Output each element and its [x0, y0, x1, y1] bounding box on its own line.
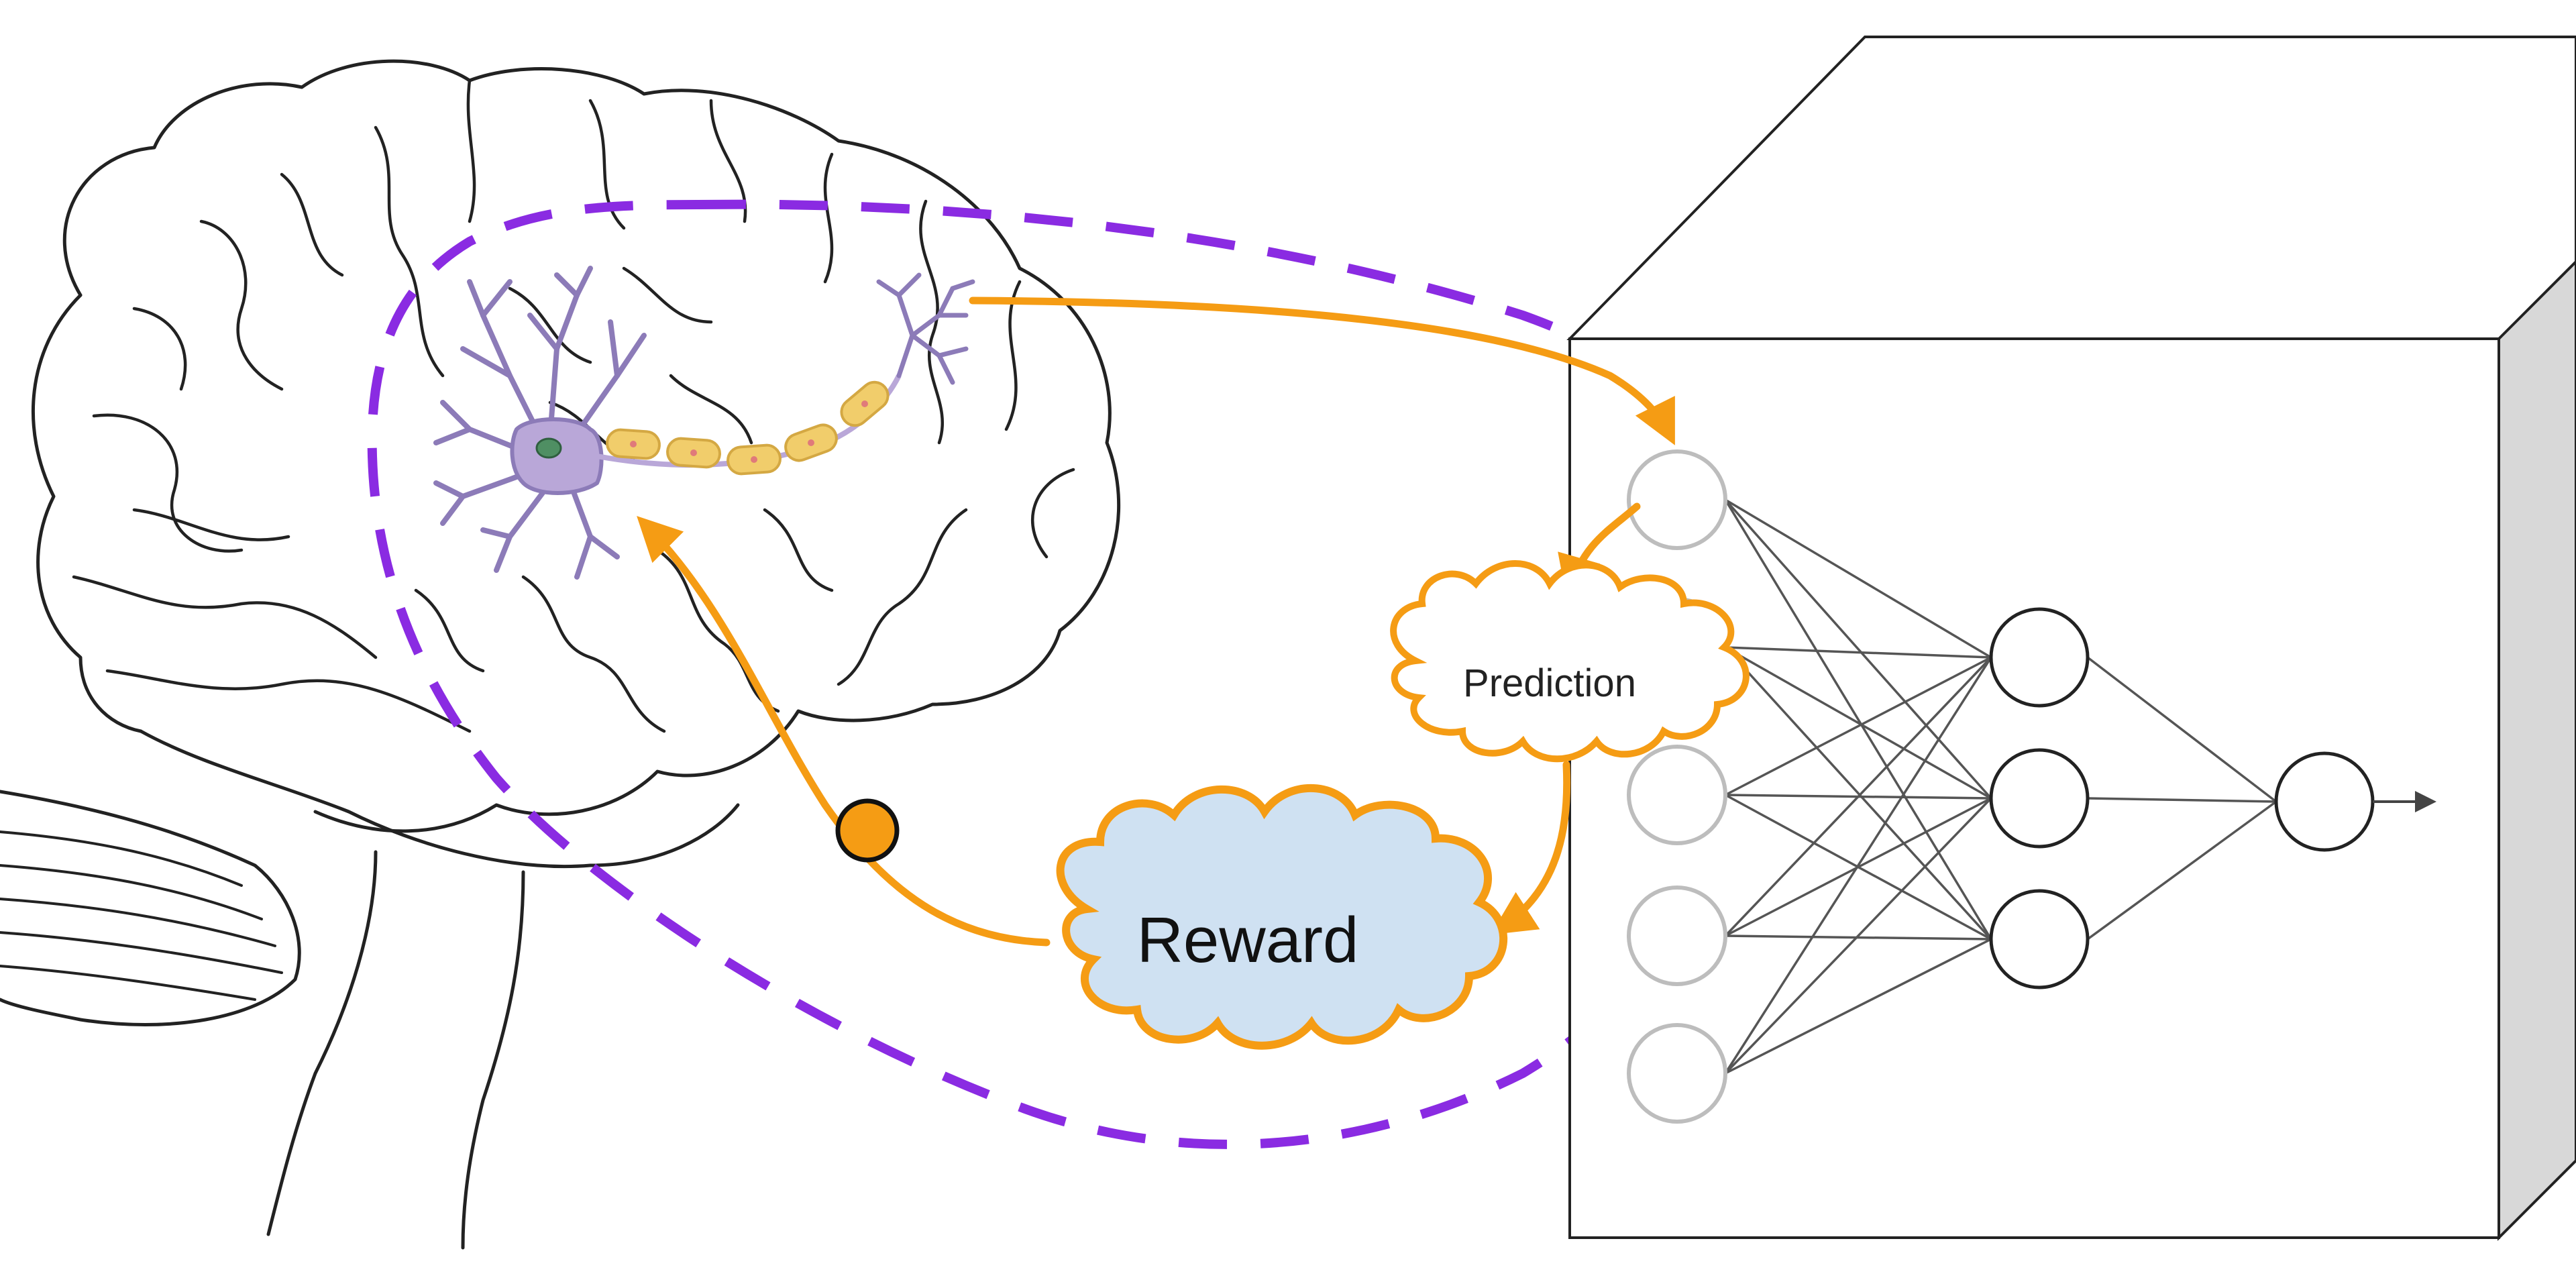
network-edge	[1725, 646, 1992, 659]
cerebellum	[0, 790, 301, 1026]
prediction-cloud-shape	[1390, 560, 1750, 763]
hidden-node	[1989, 607, 2090, 708]
box-side-face	[2498, 260, 2576, 1241]
output-node	[2274, 751, 2375, 852]
network-edge	[1724, 797, 1992, 1075]
hidden-node	[1989, 889, 2090, 989]
neuron-nucleus	[535, 437, 562, 459]
network-edge	[1725, 498, 1992, 659]
brain-frontal-edge	[32, 293, 143, 733]
dashed-feedback-loop	[367, 199, 1796, 1149]
input-node	[1627, 885, 1727, 986]
network-edge	[2086, 800, 2277, 941]
myelin-sheaths	[606, 380, 890, 476]
input-node	[1627, 449, 1727, 550]
prediction-cloud: Prediction	[1390, 560, 1750, 763]
network-edge	[1724, 646, 1992, 941]
network-edge	[1725, 646, 1992, 800]
arrow-neuron-to-network	[969, 297, 1675, 445]
network-edge	[1724, 498, 1992, 800]
network-edge	[2086, 656, 2277, 803]
network-edge	[1724, 499, 1992, 940]
network-edge	[2087, 797, 2277, 803]
hidden-node	[1989, 748, 2090, 849]
brain-illustration	[0, 59, 1121, 1250]
network-edge	[1724, 656, 1992, 937]
input-node	[1627, 745, 1727, 845]
reward-cloud: Reward	[1056, 784, 1508, 1050]
input-node	[1627, 1023, 1727, 1124]
network-edge	[1725, 656, 1992, 796]
box-top-face	[1566, 36, 2576, 340]
prediction-label: Prediction	[1463, 661, 1636, 705]
network-edge	[1724, 657, 1992, 1074]
network-connections	[1724, 498, 2277, 1075]
temporal-lobe	[139, 729, 740, 869]
reward-label: Reward	[1137, 904, 1359, 976]
reward-cloud-shape	[1056, 784, 1508, 1050]
brainstem	[266, 850, 378, 1236]
dopamine-dot	[835, 798, 900, 863]
brain-outline	[62, 59, 1121, 833]
arrow-prediction-to-reward	[1491, 761, 1571, 935]
neuron-illustration	[433, 266, 975, 580]
arrow-reward-to-neuron	[637, 516, 1051, 947]
network-edge	[1725, 938, 1992, 1075]
